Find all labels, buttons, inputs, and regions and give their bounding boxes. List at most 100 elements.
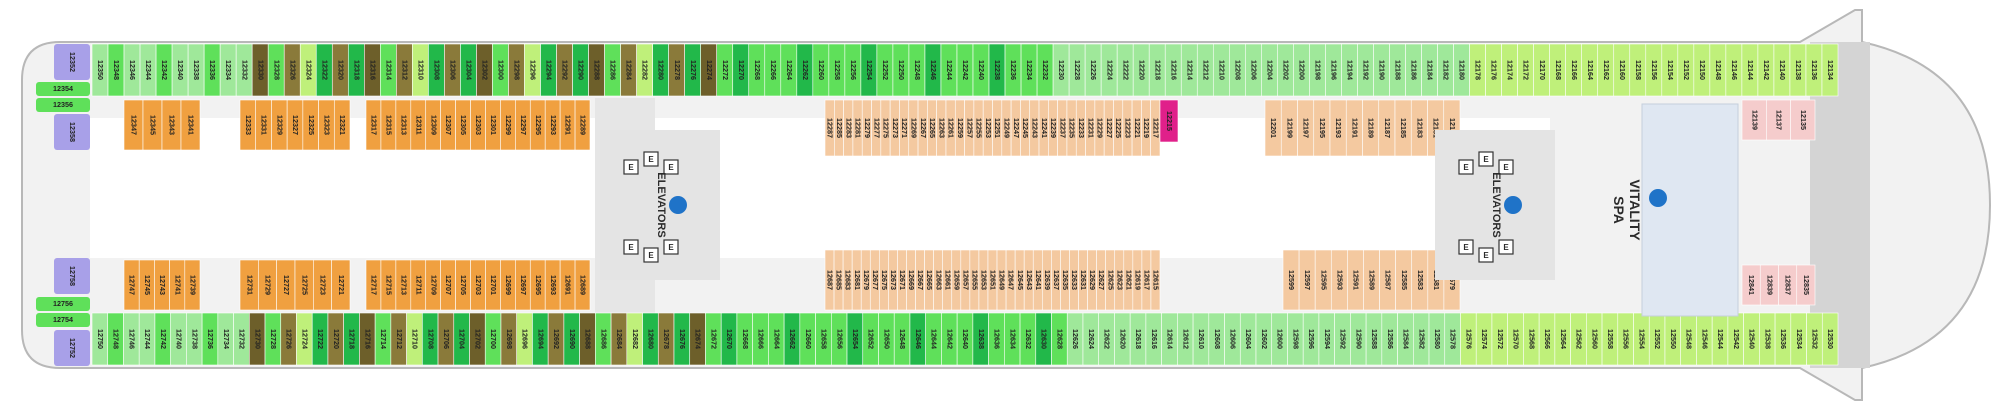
cabin-12230[interactable]: 12230 <box>1052 43 1070 97</box>
cabin-12295[interactable]: 12295 <box>529 99 546 151</box>
cabin-12658[interactable]: 12658 <box>815 312 832 366</box>
cabin-12246[interactable]: 12246 <box>924 43 942 97</box>
cabin-12345[interactable]: 12345 <box>142 99 163 151</box>
cabin-12594[interactable]: 12594 <box>1318 312 1335 366</box>
cabin-12631[interactable]: 12631 <box>1078 249 1089 311</box>
cabin-12139[interactable]: 12139 <box>1741 99 1767 141</box>
cabin-12333[interactable]: 12333 <box>239 99 257 151</box>
cabin-12718[interactable]: 12718 <box>343 312 360 366</box>
cabin-12743[interactable]: 12743 <box>154 259 170 311</box>
cabin-12635[interactable]: 12635 <box>1060 249 1070 311</box>
cabin-12636[interactable]: 12636 <box>988 312 1005 366</box>
cabin-12227[interactable]: 12227 <box>1103 99 1114 157</box>
cabin-12212[interactable]: 12212 <box>1196 43 1214 97</box>
cabin-12750[interactable]: 12750 <box>91 312 109 366</box>
cabin-12150[interactable]: 12150 <box>1693 43 1711 97</box>
cabin-12225[interactable]: 12225 <box>1113 99 1123 157</box>
cabin-12240[interactable]: 12240 <box>972 43 990 97</box>
cabin-12233[interactable]: 12233 <box>1075 99 1086 157</box>
cabin-12835[interactable]: 12835 <box>1796 264 1816 306</box>
cabin-12226[interactable]: 12226 <box>1084 43 1102 97</box>
cabin-12630[interactable]: 12630 <box>1035 312 1052 366</box>
cabin-12691[interactable]: 12691 <box>559 259 576 311</box>
cabin-12281[interactable]: 12281 <box>852 99 863 157</box>
cabin-12285[interactable]: 12285 <box>834 99 844 157</box>
cabin-12716[interactable]: 12716 <box>359 312 376 366</box>
cabin-12276[interactable]: 12276 <box>684 43 701 97</box>
cabin-12301[interactable]: 12301 <box>485 99 501 151</box>
cabin-12629[interactable]: 12629 <box>1087 249 1098 311</box>
cabin-12183[interactable]: 12183 <box>1410 99 1428 157</box>
cabin-12623[interactable]: 12623 <box>1114 249 1125 311</box>
cabin-12712[interactable]: 12712 <box>390 312 407 366</box>
cabin-12728[interactable]: 12728 <box>264 312 282 366</box>
cabin-12286[interactable]: 12286 <box>604 43 621 97</box>
cabin-12615[interactable]: 12615 <box>1150 249 1161 311</box>
cabin-12299[interactable]: 12299 <box>500 99 516 151</box>
cabin-12160[interactable]: 12160 <box>1613 43 1631 97</box>
cabin-12725[interactable]: 12725 <box>294 259 314 311</box>
cabin-12550[interactable]: 12550 <box>1664 312 1682 366</box>
cabin-12651[interactable]: 12651 <box>987 249 998 311</box>
cabin-12266[interactable]: 12266 <box>764 43 782 97</box>
cabin-12259[interactable]: 12259 <box>954 99 965 157</box>
cabin-12726[interactable]: 12726 <box>280 312 297 366</box>
cabin-12343[interactable]: 12343 <box>161 99 182 151</box>
cabin-12702[interactable]: 12702 <box>469 312 486 366</box>
cabin-12552[interactable]: 12552 <box>1648 312 1666 366</box>
cabin-12591[interactable]: 12591 <box>1347 249 1364 311</box>
cabin-12632[interactable]: 12632 <box>1019 312 1037 366</box>
cabin-12190[interactable]: 12190 <box>1373 43 1390 97</box>
cabin-12572[interactable]: 12572 <box>1491 312 1508 366</box>
cabin-12184[interactable]: 12184 <box>1421 43 1438 97</box>
cabin-12304[interactable]: 12304 <box>460 43 477 97</box>
cabin-12293[interactable]: 12293 <box>544 99 561 151</box>
cabin-12647[interactable]: 12647 <box>1005 249 1016 311</box>
cabin-12218[interactable]: 12218 <box>1148 43 1166 97</box>
cabin-12713[interactable]: 12713 <box>395 259 412 311</box>
cabin-12616[interactable]: 12616 <box>1145 312 1162 366</box>
cabin-12186[interactable]: 12186 <box>1405 43 1422 97</box>
cabin-12317[interactable]: 12317 <box>365 99 382 151</box>
cabin-12302[interactable]: 12302 <box>476 43 493 97</box>
cabin-12530[interactable]: 12530 <box>1821 312 1839 366</box>
cabin-12328[interactable]: 12328 <box>267 43 285 97</box>
cabin-12210[interactable]: 12210 <box>1212 43 1230 97</box>
cabin-12645[interactable]: 12645 <box>1014 249 1025 311</box>
cabin-12305[interactable]: 12305 <box>455 99 471 151</box>
cabin-12180[interactable]: 12180 <box>1453 43 1470 97</box>
cabin-12245[interactable]: 12245 <box>1020 99 1030 157</box>
cabin-12544[interactable]: 12544 <box>1711 312 1729 366</box>
cabin-12588[interactable]: 12588 <box>1365 312 1383 366</box>
cabin-12287[interactable]: 12287 <box>824 99 835 157</box>
cabin-12704[interactable]: 12704 <box>453 312 470 366</box>
cabin-12270[interactable]: 12270 <box>732 43 750 97</box>
cabin-12268[interactable]: 12268 <box>748 43 766 97</box>
cabin-12294[interactable]: 12294 <box>540 43 557 97</box>
cabin-12196[interactable]: 12196 <box>1325 43 1342 97</box>
cabin-12682[interactable]: 12682 <box>626 312 643 366</box>
cabin-12170[interactable]: 12170 <box>1533 43 1550 97</box>
cabin-12249[interactable]: 12249 <box>1001 99 1012 157</box>
cabin-12694[interactable]: 12694 <box>532 312 549 366</box>
cabin-12271[interactable]: 12271 <box>899 99 909 157</box>
cabin-12570[interactable]: 12570 <box>1507 312 1524 366</box>
cabin-12244[interactable]: 12244 <box>940 43 958 97</box>
cabin-12653[interactable]: 12653 <box>978 249 989 311</box>
cabin-12298[interactable]: 12298 <box>508 43 525 97</box>
cabin-12323[interactable]: 12323 <box>318 99 335 151</box>
cabin-12206[interactable]: 12206 <box>1245 43 1262 97</box>
cabin-12242[interactable]: 12242 <box>956 43 974 97</box>
cabin-12542[interactable]: 12542 <box>1727 312 1744 366</box>
cabin-12705[interactable]: 12705 <box>455 259 471 311</box>
cabin-12584[interactable]: 12584 <box>1397 312 1414 366</box>
cabin-12662[interactable]: 12662 <box>783 312 801 366</box>
cabin-12303[interactable]: 12303 <box>470 99 486 151</box>
cabin-12558[interactable]: 12558 <box>1601 312 1619 366</box>
cabin-12564[interactable]: 12564 <box>1554 312 1571 366</box>
cabin-12330[interactable]: 12330 <box>251 43 269 97</box>
cabin-12231[interactable]: 12231 <box>1085 99 1096 157</box>
cabin-12562[interactable]: 12562 <box>1570 312 1587 366</box>
cabin-12540[interactable]: 12540 <box>1743 312 1760 366</box>
cabin-12717[interactable]: 12717 <box>365 259 382 311</box>
